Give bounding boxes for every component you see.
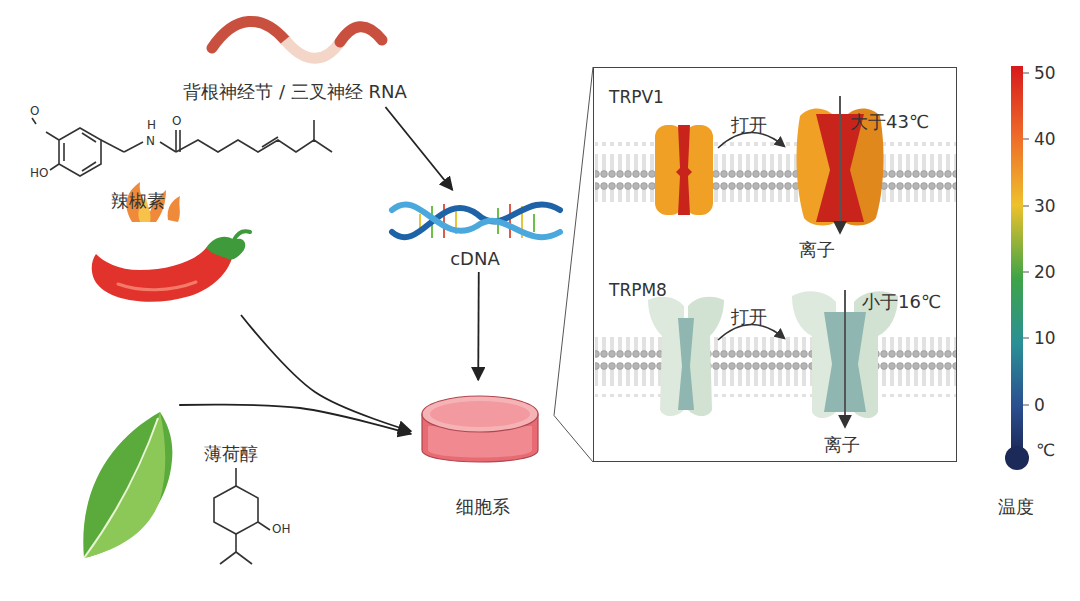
mint-leaf (83, 412, 172, 558)
node-text: 打开 (731, 114, 767, 136)
chili-pepper (92, 182, 250, 302)
capsaicin-group: 辣椒素 (25, 110, 325, 315)
node-text: 细胞系 (411, 496, 554, 518)
atom-label: H (147, 118, 156, 132)
atom-label: HO (30, 166, 48, 180)
node-text: 薄荷醇 (204, 443, 258, 465)
node-text: 大于43℃ (850, 111, 929, 133)
capsaicin-structure (32, 118, 332, 176)
scale-label: 0 (1034, 395, 1045, 415)
flow-arrow (385, 107, 452, 190)
node-text: cDNA (381, 248, 569, 270)
scale-label: 30 (1034, 196, 1056, 216)
flow-arrow (241, 315, 411, 431)
cell-membrane (595, 337, 956, 397)
node-text: 小于16℃ (862, 291, 941, 313)
atom-label: O (172, 114, 181, 128)
thermometer-bulb (1005, 446, 1029, 470)
scale-label: 20 (1034, 262, 1056, 282)
scale-label: 10 (1034, 328, 1056, 348)
rna-ribbon (340, 27, 382, 42)
cdna-group: cDNA (381, 190, 569, 272)
menthol-structure (214, 468, 270, 564)
scale-label: 40 (1034, 129, 1056, 149)
flow-arrow (179, 405, 411, 434)
flow-arrow (477, 272, 479, 380)
node-text: 打开 (731, 306, 767, 328)
scale-label: ℃ (1036, 440, 1055, 460)
node-text: 离子 (799, 239, 835, 261)
scale-label: 50 (1034, 63, 1056, 83)
rna-ribbon (212, 21, 285, 48)
zoom-leader (554, 67, 593, 462)
node-text: 离子 (824, 434, 860, 456)
ion-flow-arrow (839, 96, 841, 232)
atom-label: O (30, 104, 39, 118)
atom-label: N (146, 134, 155, 148)
node-text: TRPM8 (609, 280, 667, 300)
trpv1-closed (655, 125, 713, 215)
channel-panel: TRPV1打开大于43℃离子TRPM8打开小于16℃离子 (593, 67, 957, 462)
cell-membrane (595, 142, 956, 202)
node-text: TRPV1 (609, 87, 664, 107)
rna-ribbon (285, 40, 340, 58)
scale-tick (1023, 73, 1029, 405)
trpm8-closed (648, 297, 724, 416)
menthol-group: 薄荷醇 (70, 405, 280, 585)
ion-flow-arrow (844, 290, 846, 426)
cell-line: 细胞系 (411, 380, 554, 522)
cdna-helix (392, 204, 560, 238)
temperature-bar (1011, 66, 1023, 452)
node-text: 辣椒素 (111, 190, 165, 212)
axis-title: 温度 (998, 496, 1034, 518)
petri-dish (422, 396, 538, 462)
rna-source: 背根神经节 / 三叉神经 RNA (176, 15, 414, 107)
atom-label: OH (272, 522, 290, 536)
node-text: 背根神经节 / 三叉神经 RNA (176, 81, 414, 103)
